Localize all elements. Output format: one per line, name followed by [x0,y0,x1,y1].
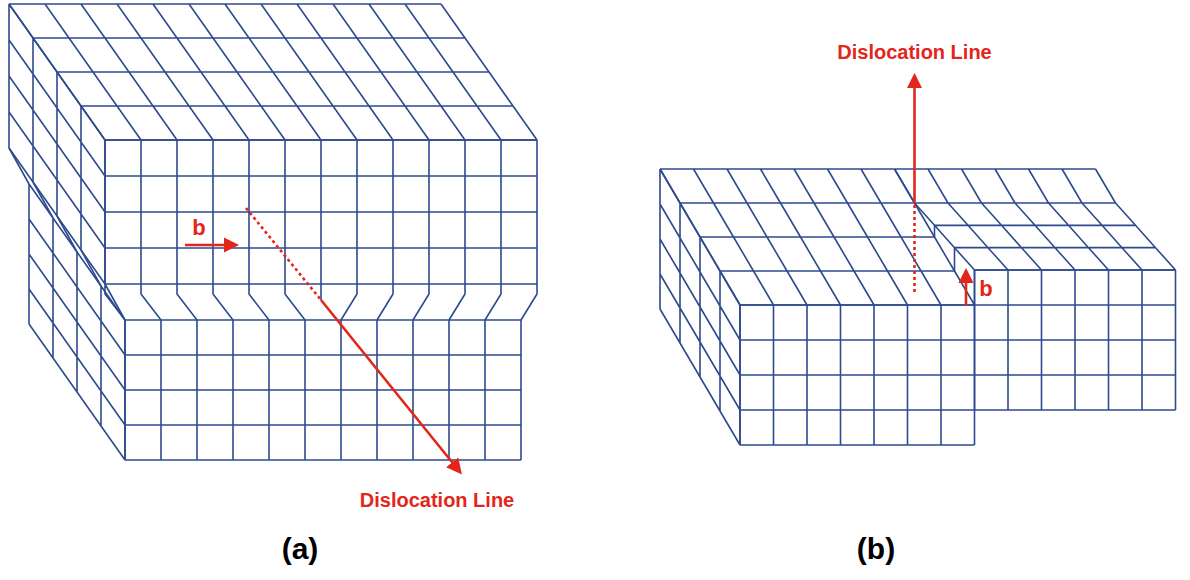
burgers-vector-label: b [189,216,208,240]
panel-label: (b) [857,532,895,565]
dislocation-line-label: Dislocation Line [360,489,514,511]
step-face [915,203,975,305]
left-side-face [660,169,740,445]
burgers-vector-arrow [965,271,968,306]
lattice-group [9,4,1176,460]
lower-front-face [125,320,521,460]
right-front-face [975,270,1176,410]
right-top-face [895,169,1176,270]
dislocation-line-hidden [246,208,321,300]
upper-left-face [9,4,105,284]
lower-left-face [29,184,125,460]
upper-top-face [9,4,537,140]
left-front-face [740,305,975,445]
red-arrows [185,76,966,472]
burgers-vector-arrow [185,244,236,247]
dislocation-line-arrow [321,300,460,472]
panel-label: (a) [282,532,319,565]
dislocation-line-label: Dislocation Line [837,41,991,63]
upper-front-face [105,140,537,284]
dislocation-line-hidden [913,203,916,292]
distorted-row [9,148,537,320]
burgers-vector-label: b [976,277,995,301]
dislocation-line-arrow [913,76,916,203]
